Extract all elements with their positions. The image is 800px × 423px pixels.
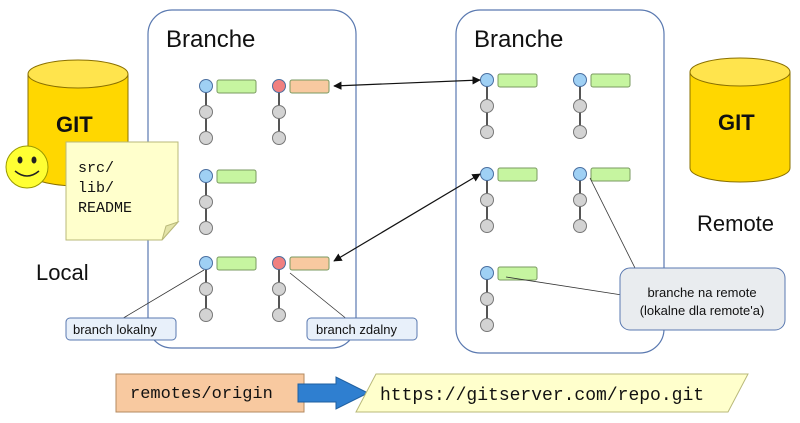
sync-arrow-top [333, 76, 481, 90]
callout-local-branch: branch lokalny [65, 317, 177, 341]
user-smiley-icon [5, 145, 49, 189]
parent-commit [480, 125, 494, 139]
head-commit [199, 79, 213, 93]
head-commit [573, 167, 587, 181]
file-src: src/ [78, 160, 114, 177]
remote-branch-5 [480, 266, 538, 332]
parent-commit [573, 125, 587, 139]
parent-commit [480, 318, 494, 332]
local-git-database: GIT [27, 59, 129, 187]
parent-commit [573, 219, 587, 233]
branch-pointer-label [590, 73, 631, 88]
remote-mapping-arrow [297, 376, 370, 410]
remote-branch-pointer-line-2 [505, 276, 623, 296]
head-commit [272, 256, 286, 270]
remote-url: https://gitserver.com/repo.git [380, 386, 704, 406]
local-branch-pointer-line [119, 269, 205, 321]
parent-commit [573, 193, 587, 207]
branch-pointer-label [216, 256, 257, 271]
head-commit [199, 256, 213, 270]
local-branch-3 [199, 256, 257, 322]
branch-pointer-label [289, 256, 330, 271]
local-panel-title: Branche [166, 26, 255, 53]
parent-commit [272, 131, 286, 145]
file-lib: lib/ [78, 180, 114, 197]
local-side-label: Local [36, 260, 89, 285]
parent-commit [199, 221, 213, 235]
head-commit [480, 167, 494, 181]
branch-pointer-label [289, 79, 330, 94]
remote-url-box: https://gitserver.com/repo.git [355, 373, 749, 413]
head-commit [272, 79, 286, 93]
remote-tracking-pointer-line [289, 272, 349, 321]
remote-git-database: GIT [689, 57, 791, 183]
branch-pointer-label [497, 73, 538, 88]
svg-text:branch lokalny: branch lokalny [73, 322, 157, 337]
parent-commit [199, 308, 213, 322]
remote-tracking-branch-2 [272, 256, 330, 322]
branch-pointer-label [216, 79, 257, 94]
callout-remote-tracking-branch: branch zdalny [306, 317, 418, 341]
local-branch-2 [199, 169, 257, 235]
remote-git-label: GIT [718, 110, 755, 135]
head-commit [480, 73, 494, 87]
remote-side-label: Remote [697, 211, 774, 236]
branch-pointer-label [497, 167, 538, 182]
working-directory-note: src/ lib/ README [65, 141, 180, 241]
local-branch-1 [199, 79, 257, 145]
branch-pointer-label [590, 167, 631, 182]
branch-pointer-label [497, 266, 538, 281]
remote-branch-pointer-line [589, 177, 637, 271]
parent-commit [480, 292, 494, 306]
file-readme: README [78, 200, 132, 217]
branch-pointer-label [216, 169, 257, 184]
remote-tracking-branch-1 [272, 79, 330, 145]
remote-branch-1 [480, 73, 538, 139]
parent-commit [480, 193, 494, 207]
sync-arrow-bottom [333, 173, 481, 262]
remote-branch-3 [480, 167, 538, 233]
local-git-label: GIT [56, 112, 93, 137]
commit-graphs [199, 73, 631, 332]
parent-commit [199, 105, 213, 119]
svg-text:branche na remote: branche na remote [647, 285, 756, 300]
parent-commit [480, 219, 494, 233]
parent-commit [199, 195, 213, 209]
remote-branch-4 [573, 167, 631, 233]
remote-panel-title: Branche [474, 26, 563, 53]
remote-name: remotes/origin [130, 385, 273, 404]
remote-name-box: remotes/origin [115, 373, 305, 413]
svg-text:branch zdalny: branch zdalny [316, 322, 397, 337]
parent-commit [272, 308, 286, 322]
parent-commit [199, 131, 213, 145]
svg-text:(lokalne dla remote'a): (lokalne dla remote'a) [640, 303, 765, 318]
head-commit [480, 266, 494, 280]
parent-commit [272, 105, 286, 119]
remote-branch-2 [573, 73, 631, 139]
parent-commit [480, 99, 494, 113]
head-commit [199, 169, 213, 183]
callout-remote-branch: branche na remote (lokalne dla remote'a) [619, 267, 786, 331]
parent-commit [272, 282, 286, 296]
parent-commit [573, 99, 587, 113]
parent-commit [199, 282, 213, 296]
head-commit [573, 73, 587, 87]
